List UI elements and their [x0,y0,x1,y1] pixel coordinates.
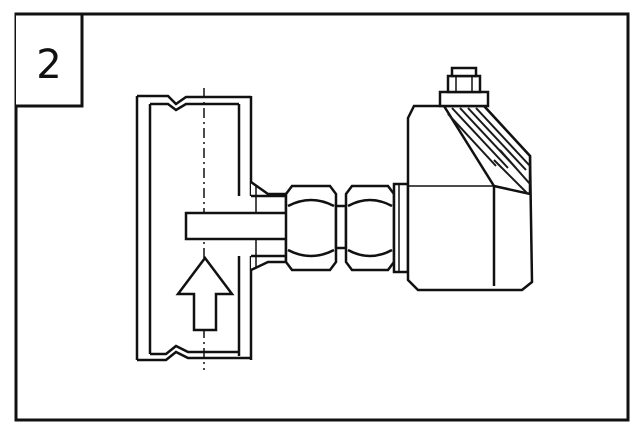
hex-nut [284,184,338,272]
sensor-housing [406,104,534,292]
flow-arrow-icon [175,255,235,332]
bevel-hatching [447,107,531,195]
thread-flange [392,182,410,274]
pipe-section [135,88,253,370]
connector-plug [438,66,490,108]
step-number: 2 [36,42,61,88]
hex-nut-2 [344,184,396,272]
sensor-probe [184,211,290,241]
coupling-tube [334,204,348,250]
step-badge: 2 [16,12,84,108]
